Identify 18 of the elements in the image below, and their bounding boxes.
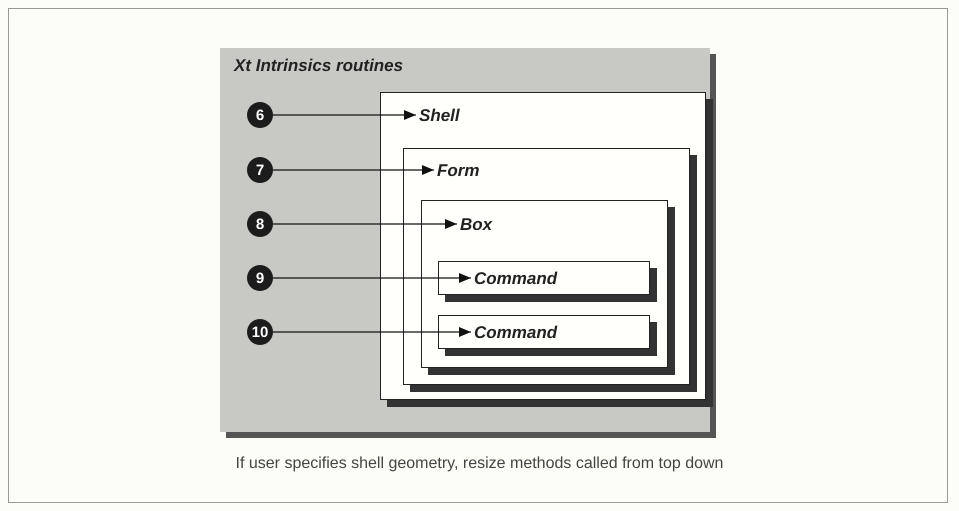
- number-circle: 10: [247, 319, 273, 345]
- number-circle: 6: [247, 102, 273, 128]
- number-circle: 7: [247, 157, 273, 183]
- caption: If user specifies shell geometry, resize methods called from top down: [234, 455, 724, 473]
- arrow: [273, 219, 457, 229]
- widget-label: Command: [474, 323, 558, 343]
- arrow: [273, 327, 471, 337]
- widget-label: Box: [460, 215, 492, 235]
- widget-label: Shell: [419, 106, 460, 126]
- arrow: [273, 110, 416, 120]
- arrow: [273, 273, 471, 283]
- number-circle: 8: [247, 211, 273, 237]
- widget-label: Command: [474, 269, 558, 289]
- arrow: [273, 165, 434, 175]
- group-title: Xt Intrinsics routines: [234, 56, 404, 76]
- group-panel: [220, 48, 710, 432]
- widget-label: Form: [437, 161, 480, 181]
- number-circle: 9: [247, 265, 273, 291]
